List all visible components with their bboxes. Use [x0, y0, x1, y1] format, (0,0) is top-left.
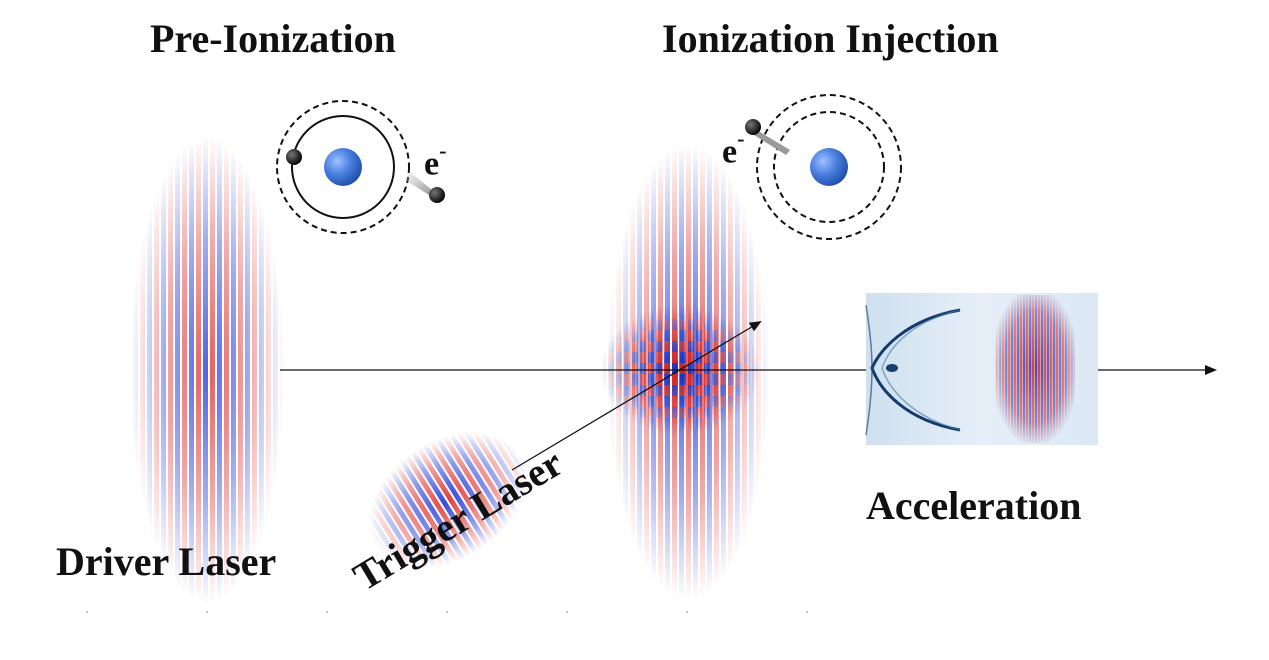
electron-trail	[405, 172, 437, 200]
acceleration-label: Acceleration	[866, 483, 1082, 528]
injected-electron-bunch	[886, 364, 898, 372]
baseline-dots	[86, 611, 808, 613]
bound-electron-icon	[286, 149, 302, 165]
trigger-laser-pulse	[337, 397, 559, 603]
electron-symbol: e-	[424, 138, 447, 183]
ejected-electron-icon	[745, 119, 761, 135]
driver-laser-pulse	[120, 130, 295, 610]
nucleus-icon	[810, 148, 848, 186]
overlap-laser-pulse	[600, 135, 775, 615]
electron-symbol: e-	[722, 126, 745, 171]
pre-ionization-title: Pre-Ionization	[150, 16, 396, 61]
pre-ionization-atom	[276, 100, 445, 234]
ionization-injection-title: Ionization Injection	[662, 16, 999, 61]
electron-trail	[754, 132, 790, 155]
nucleus-icon	[324, 148, 362, 186]
injection-atom	[745, 94, 902, 240]
ejected-electron-icon	[429, 187, 445, 203]
trigger-direction-arrow	[511, 320, 762, 471]
acceleration-panel	[865, 293, 1098, 445]
driver-laser-label: Driver Laser	[56, 539, 277, 584]
